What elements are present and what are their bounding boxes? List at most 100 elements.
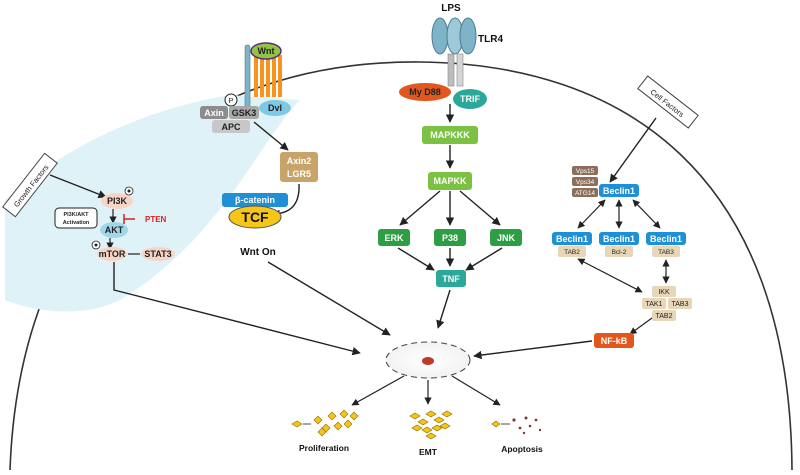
lgr5-label: LGR5 bbox=[287, 169, 311, 179]
arrow-tnf-nucleus bbox=[436, 289, 451, 329]
mapkkk-node: MAPKKK bbox=[422, 126, 478, 144]
cell-factors-box: Cell Factors bbox=[637, 75, 699, 129]
akt-node: AKT bbox=[100, 222, 128, 238]
tak1-label: TAK1 bbox=[646, 301, 663, 308]
pi3k-label: PI3K bbox=[107, 196, 128, 206]
pi3k-akt-activation-line2: Activation bbox=[63, 220, 90, 226]
gsk3-label: GSK3 bbox=[232, 108, 257, 118]
trif-node: TRIF bbox=[453, 89, 487, 109]
mapkk-label: MAPKK bbox=[434, 176, 467, 186]
arrow-nucleus-apoptosis bbox=[451, 375, 501, 406]
axin2-label: Axin2 bbox=[287, 156, 312, 166]
arrow-growth-pi3k bbox=[49, 174, 107, 199]
arrow-beclin-right bbox=[632, 199, 661, 229]
arrow-mapkk-jnk bbox=[459, 190, 501, 226]
vps34-label: Vps34 bbox=[576, 179, 595, 186]
stat3-node: STAT3 bbox=[141, 247, 175, 261]
frizzled-receptor bbox=[244, 44, 282, 116]
arrow-nfkb-nucleus bbox=[473, 340, 593, 360]
stat3-label: STAT3 bbox=[144, 249, 171, 259]
phospho-marker: P bbox=[224, 93, 238, 107]
pten-label: PTEN bbox=[145, 215, 167, 224]
beclin1-top-label: Beclin1 bbox=[603, 186, 635, 196]
akt-label: AKT bbox=[105, 225, 124, 235]
wnt-on-label: Wnt On bbox=[240, 247, 276, 258]
lps-label: LPS bbox=[441, 3, 461, 14]
beclin1-mid-label: Beclin1 bbox=[603, 234, 635, 244]
arrow-mapkk-erk bbox=[399, 190, 441, 226]
pi3k-node: PI3K bbox=[101, 186, 134, 209]
arrow-ikk-nfkb bbox=[629, 317, 653, 335]
pi3k-akt-activation-line1: PI3K/AKT bbox=[63, 212, 89, 218]
dvl-label: Dvl bbox=[268, 103, 282, 113]
apoptosis-label: Apoptosis bbox=[501, 444, 543, 454]
pi3k-akt-activation-box: PI3K/AKT Activation bbox=[54, 207, 98, 229]
myd88-label: My D88 bbox=[409, 87, 441, 97]
arrow-gsk3-axin2 bbox=[253, 121, 289, 151]
trif-label: TRIF bbox=[460, 94, 480, 104]
tnf-label: TNF bbox=[442, 274, 460, 284]
beclin1-left-label: Beclin1 bbox=[556, 234, 588, 244]
wnt-label: Wnt bbox=[258, 46, 275, 56]
ikk-complex: IKK TAK1 TAB3 TAB2 bbox=[642, 286, 692, 321]
jnk-label: JNK bbox=[497, 233, 516, 243]
tab3-complex-label: TAB3 bbox=[672, 301, 689, 308]
gsk3-node: GSK3 bbox=[229, 106, 259, 119]
vps15-label: Vps15 bbox=[576, 168, 595, 175]
nucleolus bbox=[422, 357, 434, 365]
arrow-jnk-tnf bbox=[465, 247, 503, 271]
arrow-cellfactors-beclin1 bbox=[609, 117, 657, 183]
tcf-node: TCF bbox=[228, 205, 282, 229]
vps-complex: Vps15 Vps34 ATG14 bbox=[572, 166, 598, 197]
beclin1-top-node: Beclin1 bbox=[599, 184, 639, 197]
cytoplasm-region bbox=[5, 95, 300, 312]
proliferation-cells bbox=[291, 409, 359, 437]
tlr4-receptor bbox=[431, 17, 477, 87]
jnk-node: JNK bbox=[490, 229, 522, 246]
apoptosis-cells bbox=[491, 416, 542, 435]
axin2-lgr5-node: Axin2 LGR5 bbox=[280, 152, 318, 182]
beta-catenin-label: β-catenin bbox=[235, 195, 275, 205]
proliferation-label: Proliferation bbox=[299, 443, 349, 453]
beclin1-left-node: Beclin1 TAB2 bbox=[552, 232, 592, 257]
myd88-node: My D88 bbox=[399, 83, 451, 101]
mtor-node: mTOR bbox=[91, 240, 127, 261]
beclin1-mid-node: Beclin1 Bcl-2 bbox=[599, 232, 639, 257]
beclin1-right-node: Beclin1 TAB3 bbox=[646, 232, 686, 257]
p38-node: P38 bbox=[434, 229, 466, 246]
p38-label: P38 bbox=[442, 233, 458, 243]
beta-catenin-node: β-catenin bbox=[222, 193, 288, 207]
tcf-label: TCF bbox=[241, 209, 269, 225]
axin-node: Axin bbox=[200, 106, 228, 119]
emt-cells bbox=[409, 410, 453, 440]
arrow-pi3k-nucleus bbox=[113, 262, 361, 356]
apc-node: APC bbox=[212, 120, 250, 133]
tlr4-label: TLR4 bbox=[478, 34, 503, 45]
arrow-erk-tnf bbox=[397, 247, 435, 271]
beclin1-right-label: Beclin1 bbox=[650, 234, 682, 244]
p-label: P bbox=[228, 96, 233, 105]
emt-label: EMT bbox=[419, 447, 438, 457]
nfkb-label: NF-kB bbox=[601, 336, 628, 346]
nfkb-node: NF-kB bbox=[594, 333, 634, 348]
arrow-wnt-nucleus bbox=[267, 261, 391, 336]
axin-label: Axin bbox=[204, 108, 224, 118]
arrow-nucleus-proliferation bbox=[351, 375, 405, 406]
arrow-beclin-left bbox=[577, 199, 606, 229]
tnf-node: TNF bbox=[436, 270, 466, 287]
ikk-label: IKK bbox=[658, 289, 670, 296]
wnt-node: Wnt bbox=[250, 42, 282, 60]
dvl-node: Dvl bbox=[259, 100, 291, 116]
bcl2-label: Bcl-2 bbox=[612, 249, 627, 256]
mtor-label: mTOR bbox=[99, 249, 126, 259]
arrow-tab2-ikk bbox=[577, 258, 643, 293]
mapkkk-label: MAPKKK bbox=[430, 130, 470, 140]
mapkk-node: MAPKK bbox=[428, 172, 472, 190]
erk-label: ERK bbox=[384, 233, 404, 243]
atg14-label: ATG14 bbox=[575, 190, 595, 197]
apc-label: APC bbox=[221, 122, 241, 132]
tab2-complex-label: TAB2 bbox=[656, 313, 673, 320]
tab2-left-label: TAB2 bbox=[564, 249, 580, 256]
tab3-right-label: TAB3 bbox=[658, 249, 674, 256]
